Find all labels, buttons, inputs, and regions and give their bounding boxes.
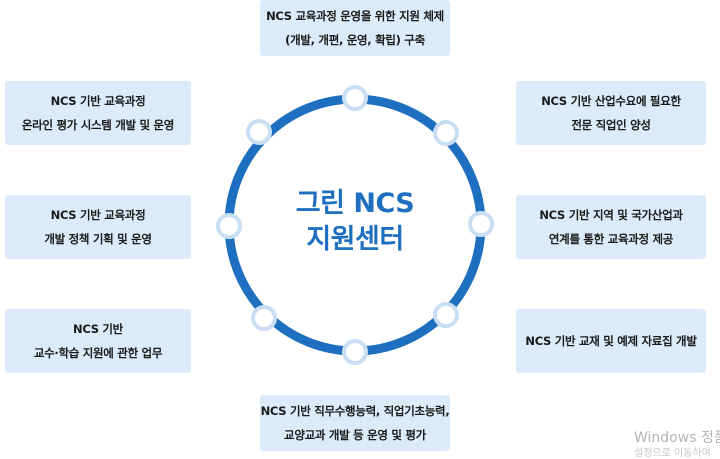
box-middle-left-line2: 개발 정책 기획 및 운영 xyxy=(44,232,152,246)
box-top-line1: NCS 교육과정 운영을 위한 지원 체제 xyxy=(266,9,444,23)
box-lower-left-line1: NCS 기반 xyxy=(73,322,123,336)
center-title: 그린 NCS 지원센터 xyxy=(255,186,455,258)
box-upper-left: NCS 기반 교육과정 온라인 평가 시스템 개발 및 운영 xyxy=(5,81,191,145)
box-bottom: NCS 기반 직무수행능력, 직업기초능력, 교양교과 개발 등 운영 및 평가 xyxy=(260,395,450,451)
ring-node-bottom xyxy=(342,339,368,365)
box-middle-left: NCS 기반 교육과정 개발 정책 기획 및 운영 xyxy=(5,195,191,259)
box-top-line2: (개발, 개편, 운영, 확립) 구축 xyxy=(285,33,425,47)
box-upper-left-line2: 온라인 평가 시스템 개발 및 운영 xyxy=(21,118,175,132)
ring-node-lower-right xyxy=(433,302,459,328)
windows-activation-watermark-sub: 설정으로 이동하여 xyxy=(634,448,711,459)
box-middle-left-line1: NCS 기반 교육과정 xyxy=(50,208,146,222)
center-title-line2: 지원센터 xyxy=(306,224,404,255)
box-upper-right-line1: NCS 기반 산업수요에 필요한 xyxy=(541,94,681,108)
box-lower-left: NCS 기반 교수·학습 지원에 관한 업무 xyxy=(5,309,191,373)
box-top: NCS 교육과정 운영을 위한 지원 체제 (개발, 개편, 운영, 확립) 구… xyxy=(260,0,450,56)
box-middle-right: NCS 기반 지역 및 국가산업과 연계를 통한 교육과정 제공 xyxy=(516,195,706,259)
box-middle-right-line1: NCS 기반 지역 및 국가산업과 xyxy=(539,208,683,222)
box-lower-right-line1: NCS 기반 교재 및 예제 자료집 개발 xyxy=(525,334,697,348)
box-lower-right: NCS 기반 교재 및 예제 자료집 개발 xyxy=(516,309,706,373)
box-bottom-line1: NCS 기반 직무수행능력, 직업기초능력, xyxy=(260,404,450,418)
box-upper-left-line1: NCS 기반 교육과정 xyxy=(50,94,146,108)
ring-node-left xyxy=(216,213,242,239)
ring-node-upper-right xyxy=(433,120,459,146)
box-middle-right-line2: 연계를 통한 교육과정 제공 xyxy=(548,232,674,246)
box-lower-left-line2: 교수·학습 지원에 관한 업무 xyxy=(33,346,163,360)
box-bottom-line2: 교양교과 개발 등 운영 및 평가 xyxy=(284,428,426,442)
center-title-line1: 그린 NCS xyxy=(295,188,415,219)
ring-node-right xyxy=(468,211,494,237)
ring-node-top xyxy=(342,85,368,111)
box-upper-right: NCS 기반 산업수요에 필요한 전문 직업인 양성 xyxy=(516,81,706,145)
windows-activation-watermark: Windows 정품 xyxy=(634,430,720,446)
ring-node-upper-left xyxy=(246,119,272,145)
ring-node-lower-left xyxy=(251,305,277,331)
box-upper-right-line2: 전문 직업인 양성 xyxy=(571,118,651,132)
